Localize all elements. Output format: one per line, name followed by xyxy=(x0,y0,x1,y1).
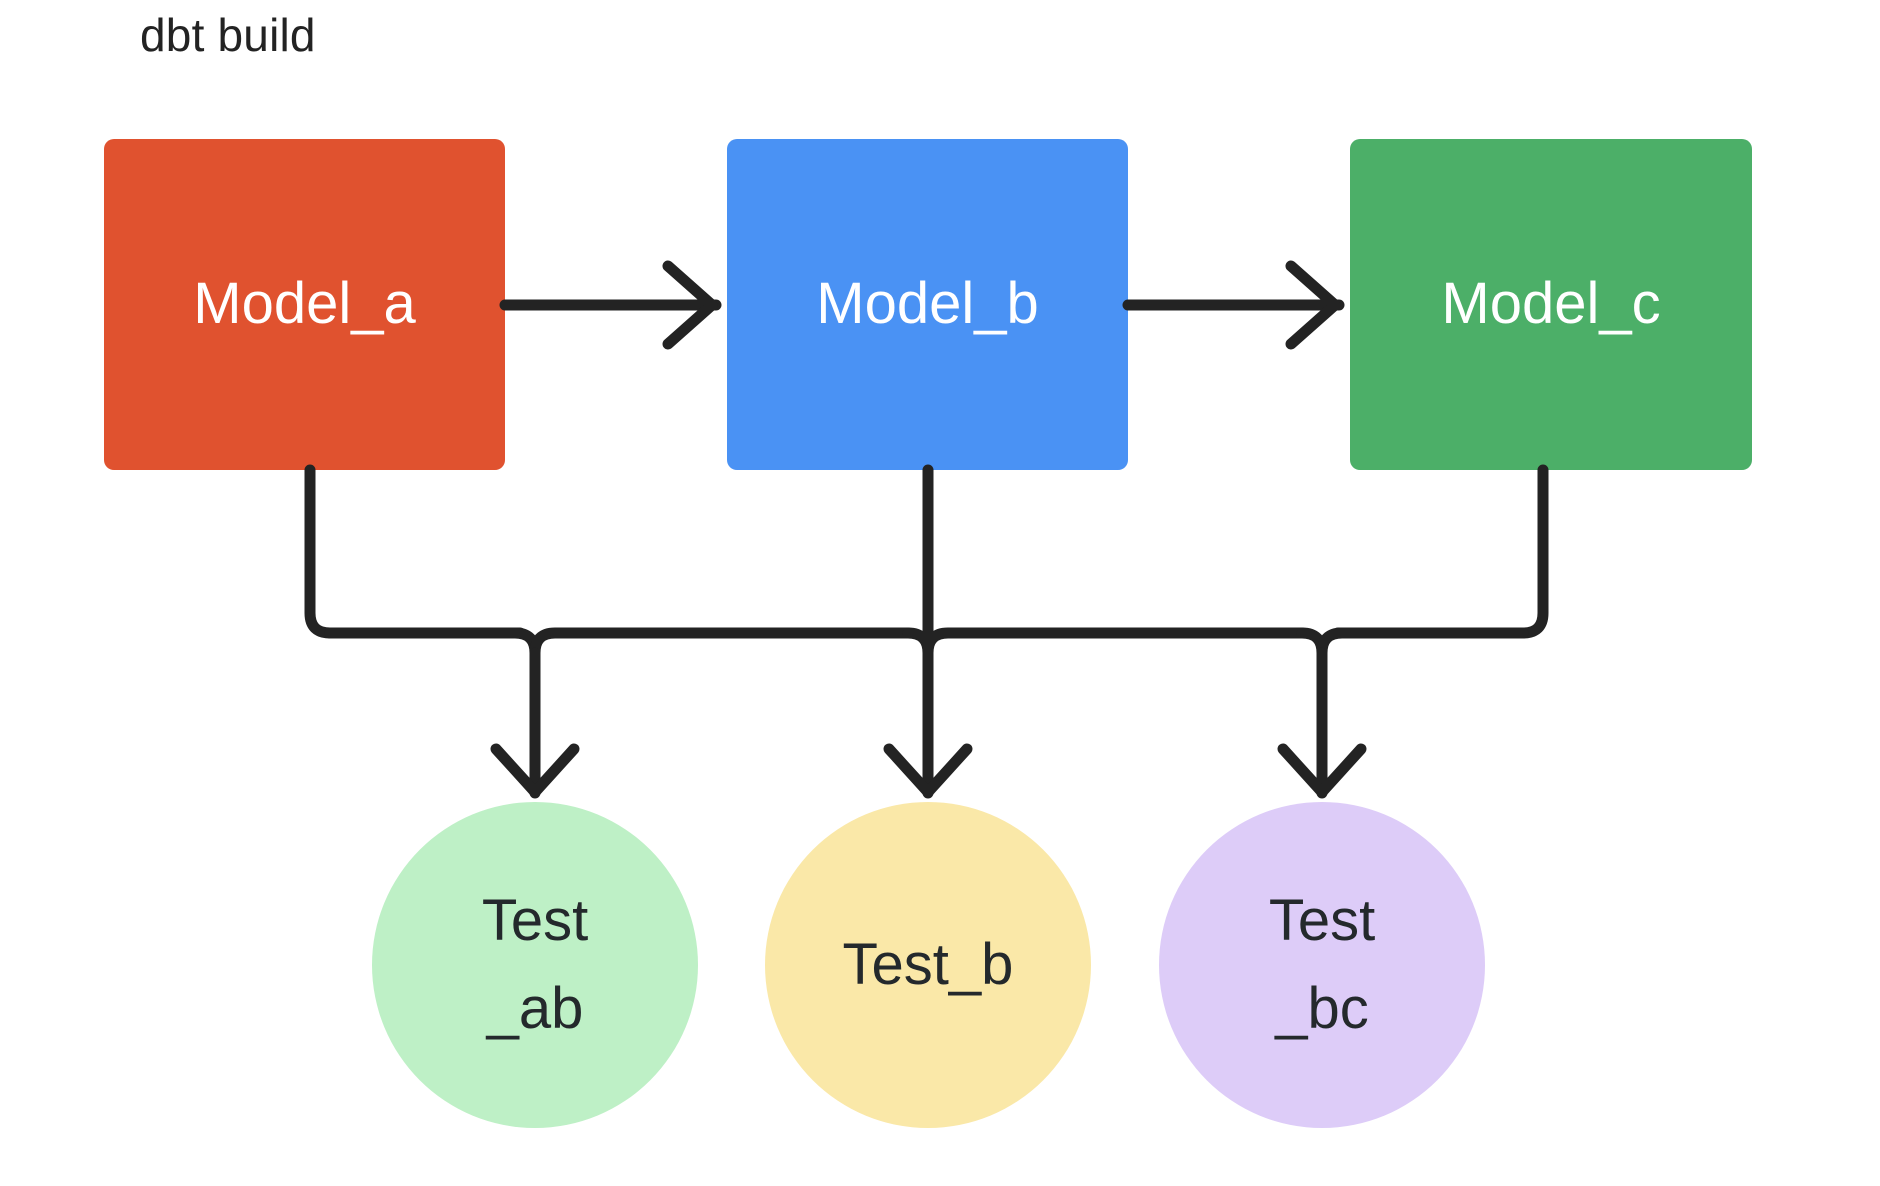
edge-model-a-to-bus xyxy=(304,464,526,639)
arrowhead-chevron xyxy=(1277,743,1367,798)
node-model-b[interactable] xyxy=(727,139,1128,470)
edge-model-b-to-test-b xyxy=(883,464,973,799)
arrowhead-chevron xyxy=(490,743,580,798)
edge-bus-to-test-ab xyxy=(490,647,580,799)
node-model-a[interactable] xyxy=(104,139,505,470)
node-test-ab[interactable] xyxy=(372,802,698,1128)
edge-bus-to-test-bc xyxy=(1277,647,1367,799)
node-model-c[interactable] xyxy=(1350,139,1752,470)
arrowhead-chevron xyxy=(1285,260,1341,350)
edge-model-a-to-model-b xyxy=(499,260,722,350)
arrowhead-chevron xyxy=(883,743,973,798)
node-test-bc[interactable] xyxy=(1159,802,1485,1128)
edge-model-b-to-model-c xyxy=(1122,260,1345,350)
arrowhead-chevron xyxy=(662,260,718,350)
diagram-title: dbt build xyxy=(140,9,316,61)
edge-model-c-to-bus xyxy=(1332,464,1549,639)
node-test-b[interactable] xyxy=(765,802,1091,1128)
